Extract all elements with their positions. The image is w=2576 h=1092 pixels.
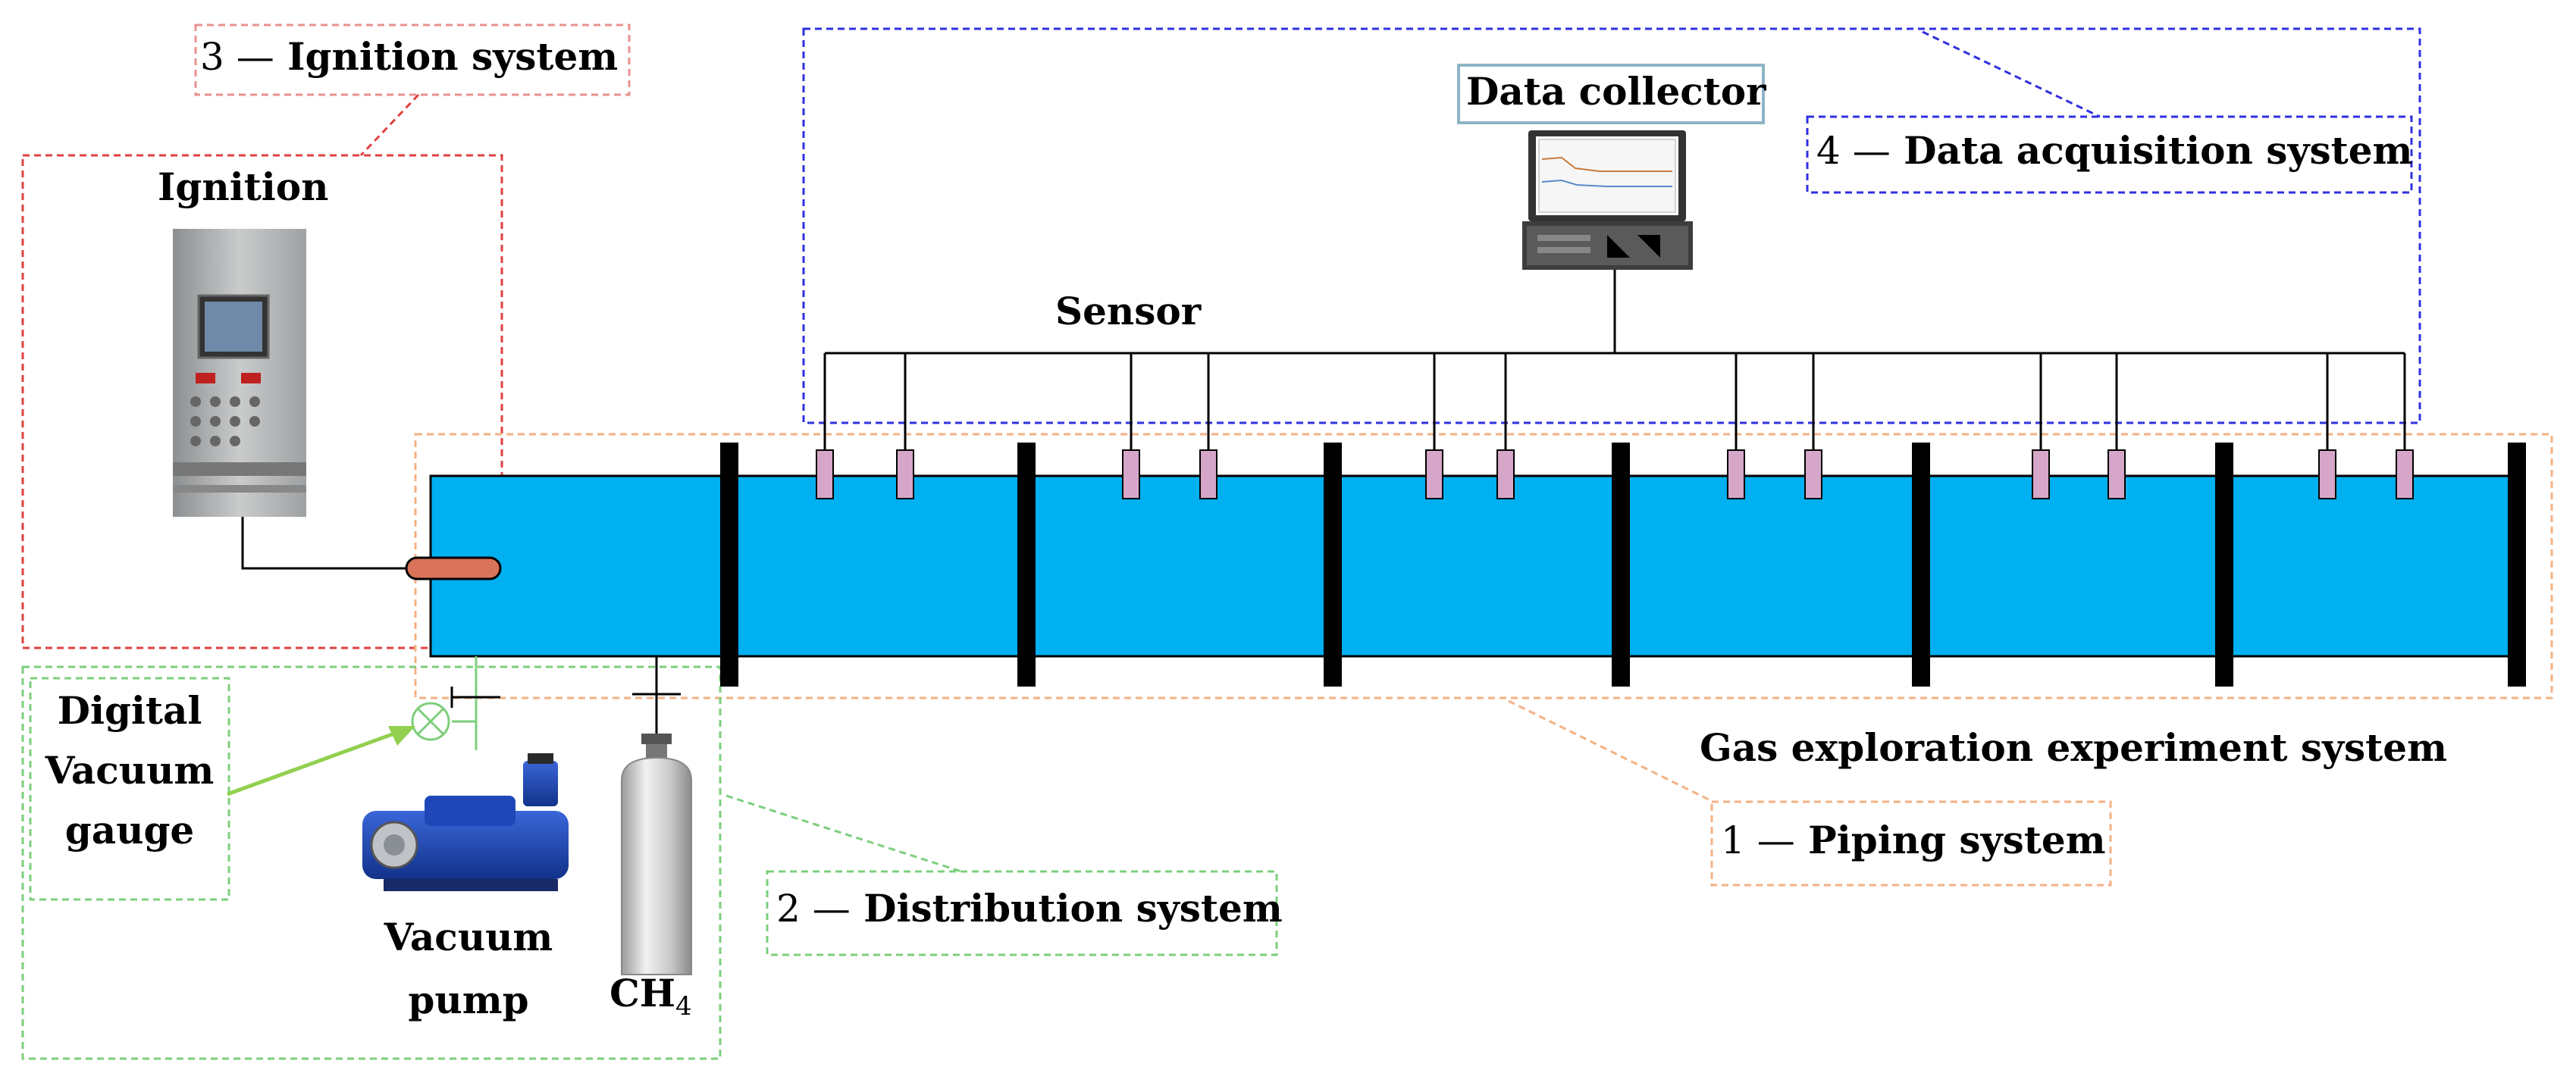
sensor [2032, 449, 2050, 499]
sensor [896, 449, 914, 499]
data-collector-label-box [1457, 64, 1765, 124]
ignition-system-number: 3 — [200, 35, 274, 79]
vacuum-pump-line-2: pump [408, 977, 529, 1022]
distribution-system-label-box [766, 870, 1278, 956]
gauge-label-line-3: gauge [64, 808, 195, 853]
pipe [429, 474, 2518, 658]
piping-leader-line [1508, 699, 1714, 803]
gas-exploration-experiment-system-label: Gas exploration experiment system [1700, 725, 2447, 770]
vacuum-pump [362, 753, 569, 891]
sensors [816, 449, 2414, 499]
digital-vacuum-gauge-label-box [29, 677, 230, 901]
distribution-system-box [21, 665, 722, 1060]
distribution-system-number: 2 — [776, 887, 851, 931]
flange [1017, 443, 1036, 687]
flange [1612, 443, 1630, 687]
flange [1912, 443, 1930, 687]
vacuum-pump-line-1: Vacuum [384, 915, 553, 959]
data-acquisition-system-title: 4 — Data acquisition system [1816, 129, 2412, 174]
ignition-label: Ignition [158, 164, 329, 209]
flange [720, 443, 738, 687]
sensor [1122, 449, 1140, 499]
vacuum-pump-label: Vacuum pump [362, 906, 575, 1031]
ignition-system-box [21, 154, 503, 649]
ch4-subscript: 4 [675, 991, 692, 1022]
distribution-system-title: 2 — Distribution system [776, 887, 1283, 931]
gauge-label-line-1: Digital [57, 688, 202, 733]
sensor-label: Sensor [1055, 289, 1202, 333]
ignition-system-text: Ignition system [287, 34, 619, 79]
sensor [1496, 449, 1515, 499]
sensor-wiring [823, 270, 2406, 450]
sensor [1804, 449, 1822, 499]
data-acquisition-system-number: 4 — [1816, 129, 1891, 173]
ignition-wire [241, 517, 409, 570]
sensor [1199, 449, 1217, 499]
flange [1324, 443, 1342, 687]
flange [2508, 443, 2526, 687]
flange [2215, 443, 2233, 687]
data-collector-label: Data collector [1466, 69, 1766, 114]
sensor [2107, 449, 2126, 499]
sensor [816, 449, 834, 499]
ignition-system-title: 3 — Ignition system [200, 35, 618, 80]
ch4-label: CH4 [610, 972, 692, 1022]
distribution-leader-line [725, 794, 962, 873]
data-collector-computer [1522, 130, 1693, 270]
ignition-leader-line [359, 93, 420, 157]
digital-vacuum-gauge-label: Digital Vacuum gauge [33, 681, 226, 860]
piping-system-number: 1 — [1721, 818, 1795, 862]
ignition-cabinet [173, 229, 306, 517]
sensor [1425, 449, 1443, 499]
piping-system-title: 1 — Piping system [1721, 818, 2106, 863]
gauge-arrow [227, 726, 415, 796]
acquisition-leader-line [1922, 30, 2101, 118]
ch4-main: CH [610, 971, 676, 1015]
piping-system-text: Piping system [1808, 818, 2106, 862]
distribution-system-text: Distribution system [863, 886, 1283, 931]
pipe-flanges [720, 443, 2526, 687]
vacuum-gauge-icon [411, 702, 450, 741]
gauge-label-line-2: Vacuum [45, 748, 215, 793]
sensor [2396, 449, 2414, 499]
distribution-piping [450, 656, 681, 750]
piping-system-label-box [1710, 800, 2112, 887]
sensor [2318, 449, 2336, 499]
data-acquisition-system-text: Data acquisition system [1904, 128, 2413, 173]
ignition-system-label-box [194, 23, 631, 96]
ch4-cylinder [621, 734, 692, 975]
data-acquisition-label-box [1806, 115, 2413, 194]
data-acquisition-system-box [802, 27, 2421, 424]
igniter [405, 556, 502, 580]
sensor [1727, 449, 1745, 499]
